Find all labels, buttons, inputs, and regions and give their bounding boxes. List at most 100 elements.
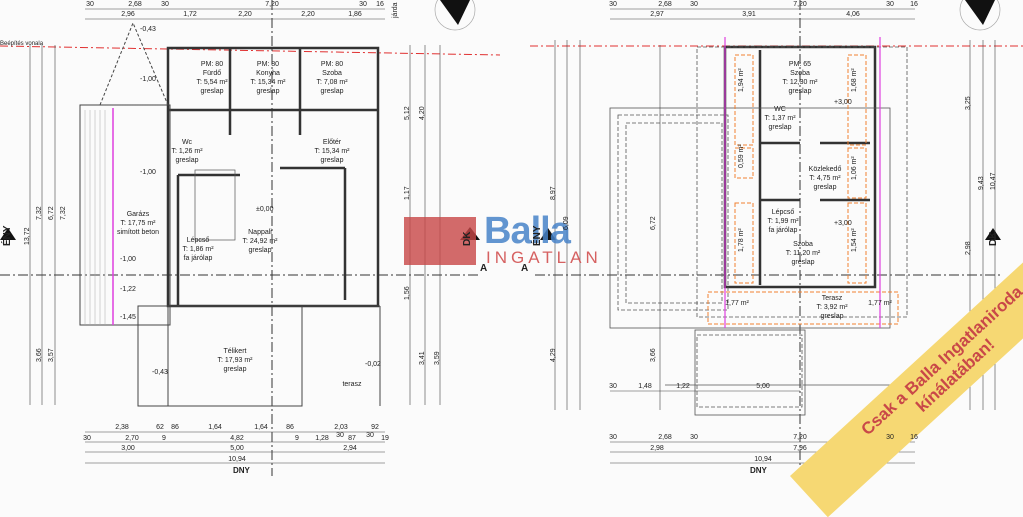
dimension-label: 7,20 (793, 1, 807, 8)
dimension-label: 6,09 (563, 216, 570, 230)
dimension-label: 6,72 (48, 206, 55, 220)
dimension-label: 1,56 (404, 286, 411, 300)
dimension-label: 30 (886, 1, 894, 8)
dimension-label: 87 (348, 435, 356, 442)
dimension-label: 30 (886, 434, 894, 441)
building-line-label: Beépítés vonala (0, 41, 44, 47)
level-marker: -1,00 (120, 256, 136, 263)
dimension-label: 9,43 (978, 176, 985, 190)
dimension-label: 30 (609, 434, 617, 441)
dimension-label: 1,72 (183, 11, 197, 18)
dimension-label: 2,96 (121, 11, 135, 18)
dimension-label: 2,98 (965, 241, 972, 255)
orientation-dk-left: DK (462, 231, 473, 246)
dimension-label: 30 (690, 434, 698, 441)
dimension-label: 30 (359, 1, 367, 8)
room-terasz: terasz (342, 381, 362, 388)
dimension-label: 2,94 (343, 445, 357, 452)
dimension-label: 30 (336, 432, 344, 439)
dimension-label: 1,64 (208, 424, 222, 431)
dimension-label: 8,97 (550, 186, 557, 200)
dimension-label: 4,29 (550, 348, 557, 362)
level-marker: +3,00 (834, 99, 852, 106)
dimension-label: 1,17 (404, 186, 411, 200)
dimension-label: 16 (910, 1, 918, 8)
dimension-label: 2,98 (650, 445, 664, 452)
dimension-label: 3,91 (742, 11, 756, 18)
dimension-label: 2,68 (658, 434, 672, 441)
dimension-label: 92 (371, 424, 379, 431)
dimension-label: 16 (910, 434, 918, 441)
dimension-label: 10,94 (228, 456, 246, 463)
floor-plan-drawing (0, 0, 1023, 476)
dimension-label: 2,20 (301, 11, 315, 18)
dimension-label: 10,47 (990, 172, 997, 190)
dimension-label: 1,86 (348, 11, 362, 18)
attic-area-label: 1,68 m² (851, 68, 858, 92)
dimension-label: 16 (376, 1, 384, 8)
dimension-label: 19 (381, 435, 389, 442)
dimension-label: 30 (609, 383, 617, 390)
dimension-label: 2,70 (125, 435, 139, 442)
dimension-label: 7,32 (36, 206, 43, 220)
dimension-label: 30 (86, 1, 94, 8)
section-marker-a: A (480, 263, 488, 274)
orientation-eny-right: ÉNY (532, 225, 543, 246)
dimension-label: 62 (156, 424, 164, 431)
dimension-label: 5,00 (230, 445, 244, 452)
dimension-label: 3,66 (36, 348, 43, 362)
dimension-label: 3,59 (434, 351, 441, 365)
dimension-label: 3,25 (965, 96, 972, 110)
attic-area-label: 0,59 m² (738, 144, 745, 168)
dimension-label: 2,20 (238, 11, 252, 18)
sidewalk-label: járda (392, 2, 399, 18)
orientation-eny-left: ÉNY (2, 225, 13, 246)
attic-area-label: 1,54 m² (851, 228, 858, 252)
dimension-label: 3,66 (650, 348, 657, 362)
logo-sub-text: INGATLAN (486, 248, 602, 267)
level-marker: ±0,00 (256, 206, 274, 213)
dimension-label: 2,68 (658, 1, 672, 8)
dimension-label: 13,72 (24, 227, 31, 245)
dimension-label: 30 (161, 1, 169, 8)
level-marker: -0,02 (365, 361, 381, 368)
dimension-label: 86 (171, 424, 179, 431)
dimension-label: 9 (162, 435, 166, 442)
dimension-label: 30 (609, 1, 617, 8)
attic-area-label: 1,78 m² (738, 228, 745, 252)
dimension-label: 4,06 (846, 11, 860, 18)
balla-ingatlan-logo: Balla INGATLAN (404, 210, 620, 272)
dimension-label: 30 (83, 435, 91, 442)
section-marker-a: A (521, 263, 529, 274)
level-marker: -1,45 (120, 314, 136, 321)
logo-brand-text: Balla (484, 210, 571, 252)
dimension-label: 2,97 (650, 11, 664, 18)
attic-area-label: 1,94 m² (738, 68, 745, 92)
dimension-label: 86 (286, 424, 294, 431)
dimension-label: 2,03 (334, 424, 348, 431)
orientation-dk-right: DK (988, 231, 999, 246)
dimension-label: 7,32 (60, 206, 67, 220)
dimension-label: 30 (366, 432, 374, 439)
dimension-label: 7,96 (793, 445, 807, 452)
dimension-label: 3,00 (121, 445, 135, 452)
dimension-label: 4,20 (419, 106, 426, 120)
dimension-label: 30 (690, 1, 698, 8)
dimension-label: 10,94 (754, 456, 772, 463)
dimension-label: 7,20 (265, 1, 279, 8)
attic-area-label: 1,06 m² (851, 156, 858, 180)
orientation-dny-right: DNY (750, 466, 767, 475)
dimension-label: 1,22 (676, 383, 690, 390)
